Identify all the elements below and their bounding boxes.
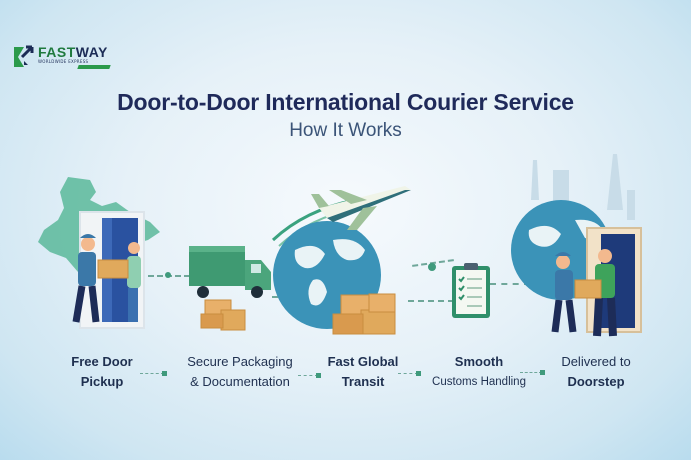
- route-dot: [165, 272, 171, 278]
- logo-way: WAY: [75, 44, 108, 60]
- airplane-icon: [311, 186, 411, 230]
- label-connector-4: [520, 372, 542, 373]
- logo-arrow-icon: [14, 45, 34, 67]
- step-5-label: Delivered to Doorstep: [544, 352, 648, 392]
- route-connector-3b: [408, 300, 454, 302]
- step-2-line2: & Documentation: [190, 374, 290, 389]
- step-5-line1: Delivered to: [561, 354, 631, 369]
- truck-illustration: [189, 246, 271, 331]
- parcel-box-icon: [574, 279, 602, 299]
- step-2-line1: Secure Packaging: [187, 354, 293, 369]
- page-subtitle: How It Works: [289, 120, 402, 141]
- transit-illustration: [271, 186, 411, 335]
- route-connector-4: [490, 283, 530, 285]
- label-dot: [540, 370, 545, 375]
- landmarks-icon: [531, 154, 635, 220]
- pickup-illustration: [38, 177, 160, 329]
- step-3-line1: Fast Global: [327, 354, 399, 369]
- step-1-label: Free Door Pickup: [52, 352, 152, 392]
- step-5-line2: Doorstep: [567, 374, 625, 389]
- step-1-line2: Pickup: [80, 374, 124, 389]
- label-dot: [162, 371, 167, 376]
- logo-bar: [77, 65, 111, 69]
- route-dot: [428, 263, 436, 271]
- logo-fast: FAST: [38, 44, 76, 60]
- step-2-label: Secure Packaging & Documentation: [172, 352, 308, 392]
- truck-cargo: [189, 246, 245, 286]
- logo-tagline: WORLDWIDE EXPRESS: [38, 59, 89, 64]
- step-1-line1: Free Door: [71, 354, 133, 369]
- page-title: Door-to-Door International Courier Servi…: [117, 89, 574, 115]
- step-3-line2: Transit: [341, 374, 385, 389]
- step-3-label: Fast Global Transit: [318, 352, 408, 392]
- label-connector-1: [140, 373, 164, 374]
- label-connector-2: [298, 375, 318, 376]
- label-connector-3: [398, 373, 418, 374]
- step-4-line1: Smooth: [454, 354, 504, 369]
- logo-wordmark: FASTWAY: [38, 44, 108, 60]
- step-4-label: Smooth Customs Handling: [418, 352, 540, 392]
- label-dot: [316, 373, 321, 378]
- fastway-logo: FASTWAY WORLDWIDE EXPRESS: [12, 44, 111, 72]
- delivery-illustration: [511, 154, 642, 337]
- label-dot: [416, 371, 421, 376]
- step-4-line2: Customs Handling: [432, 376, 526, 388]
- parcel-box-icon: [97, 259, 129, 279]
- customs-clipboard-icon: [452, 263, 490, 318]
